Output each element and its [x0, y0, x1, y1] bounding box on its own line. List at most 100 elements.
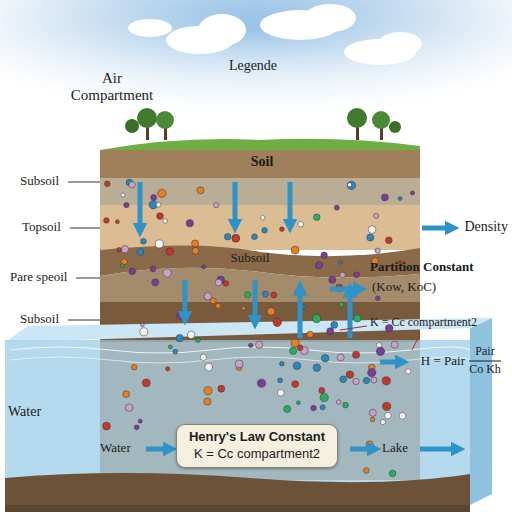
- particle: [125, 404, 133, 412]
- particle: [340, 376, 347, 383]
- particle: [129, 268, 136, 275]
- particle: [375, 296, 380, 301]
- particle: [354, 315, 361, 322]
- particle: [104, 181, 110, 187]
- particle: [256, 341, 263, 348]
- particle: [298, 221, 304, 227]
- particle: [343, 402, 349, 408]
- particle: [156, 202, 161, 207]
- box-text: K = Cc compartment2: [189, 446, 325, 463]
- particle: [176, 334, 183, 341]
- particle: [340, 272, 346, 278]
- fraction-bar: [469, 361, 501, 362]
- particle: [192, 247, 199, 254]
- particle: [307, 331, 313, 337]
- particle: [163, 219, 168, 224]
- label: Air Compartment: [62, 70, 162, 105]
- particle: [186, 220, 193, 227]
- particle: [320, 393, 328, 401]
- particle: [280, 227, 285, 232]
- label: Subsoil: [20, 174, 59, 189]
- particle: [346, 371, 353, 378]
- particle: [334, 205, 339, 210]
- particle: [385, 237, 392, 244]
- leader-lines: [68, 182, 100, 320]
- particle: [271, 292, 277, 298]
- sky-fade: [0, 0, 512, 145]
- label: Pair: [475, 345, 494, 359]
- particle: [141, 238, 147, 244]
- particles: [103, 179, 415, 477]
- particle: [192, 240, 199, 247]
- label: Density: [464, 219, 508, 235]
- particle: [166, 248, 173, 255]
- particle: [137, 249, 144, 256]
- particle: [142, 379, 150, 387]
- label: (Kow, KoC): [372, 280, 436, 295]
- particle: [363, 468, 369, 474]
- particle: [347, 183, 351, 187]
- particle: [210, 298, 216, 304]
- particle: [204, 387, 212, 395]
- particle: [277, 389, 284, 396]
- particle: [391, 341, 398, 348]
- particle: [262, 291, 268, 297]
- particle: [293, 362, 301, 370]
- particle: [313, 214, 320, 221]
- particle: [292, 381, 299, 388]
- particle: [150, 266, 156, 272]
- label: Co Kh: [469, 363, 501, 377]
- particle: [103, 422, 111, 430]
- particle: [291, 246, 299, 254]
- particle: [129, 182, 136, 189]
- particle: [163, 269, 171, 277]
- particle: [257, 379, 265, 387]
- particle: [151, 195, 157, 201]
- particle: [336, 400, 341, 405]
- particle: [140, 328, 148, 336]
- particle: [204, 398, 211, 405]
- particle: [123, 391, 130, 398]
- particle: [374, 213, 379, 218]
- particle: [252, 234, 258, 240]
- particle: [205, 363, 213, 371]
- particle: [168, 345, 172, 349]
- particle: [278, 378, 283, 383]
- particle: [152, 279, 159, 286]
- particle: [375, 248, 380, 253]
- particle: [354, 272, 360, 278]
- particle: [313, 364, 321, 372]
- particle: [121, 193, 125, 197]
- label: Pare speoil: [10, 270, 67, 285]
- particle: [215, 279, 222, 286]
- particle: [242, 306, 246, 310]
- particle: [124, 202, 129, 207]
- particle: [244, 292, 250, 298]
- particle: [224, 234, 230, 240]
- particle: [200, 354, 206, 360]
- particle: [187, 331, 195, 339]
- info-box: Henry's Law ConstantK = Cc compartment2: [176, 424, 338, 468]
- particle: [204, 293, 211, 300]
- particle: [352, 351, 359, 358]
- particle: [368, 226, 376, 234]
- clouds: [128, 4, 422, 65]
- trees: [125, 108, 401, 140]
- particle: [138, 419, 142, 423]
- particle: [302, 305, 306, 309]
- particle: [117, 247, 122, 252]
- particle: [327, 328, 334, 335]
- particle: [214, 203, 219, 208]
- label: Topsoil: [22, 220, 61, 235]
- particle: [331, 321, 338, 328]
- label: Lake: [382, 441, 408, 456]
- particle: [399, 412, 406, 419]
- particle: [313, 315, 321, 323]
- water-body: [5, 318, 492, 512]
- particle: [235, 360, 243, 368]
- particle: [232, 234, 240, 242]
- label: Legende: [229, 58, 277, 74]
- particle: [385, 412, 392, 419]
- particle: [337, 354, 344, 361]
